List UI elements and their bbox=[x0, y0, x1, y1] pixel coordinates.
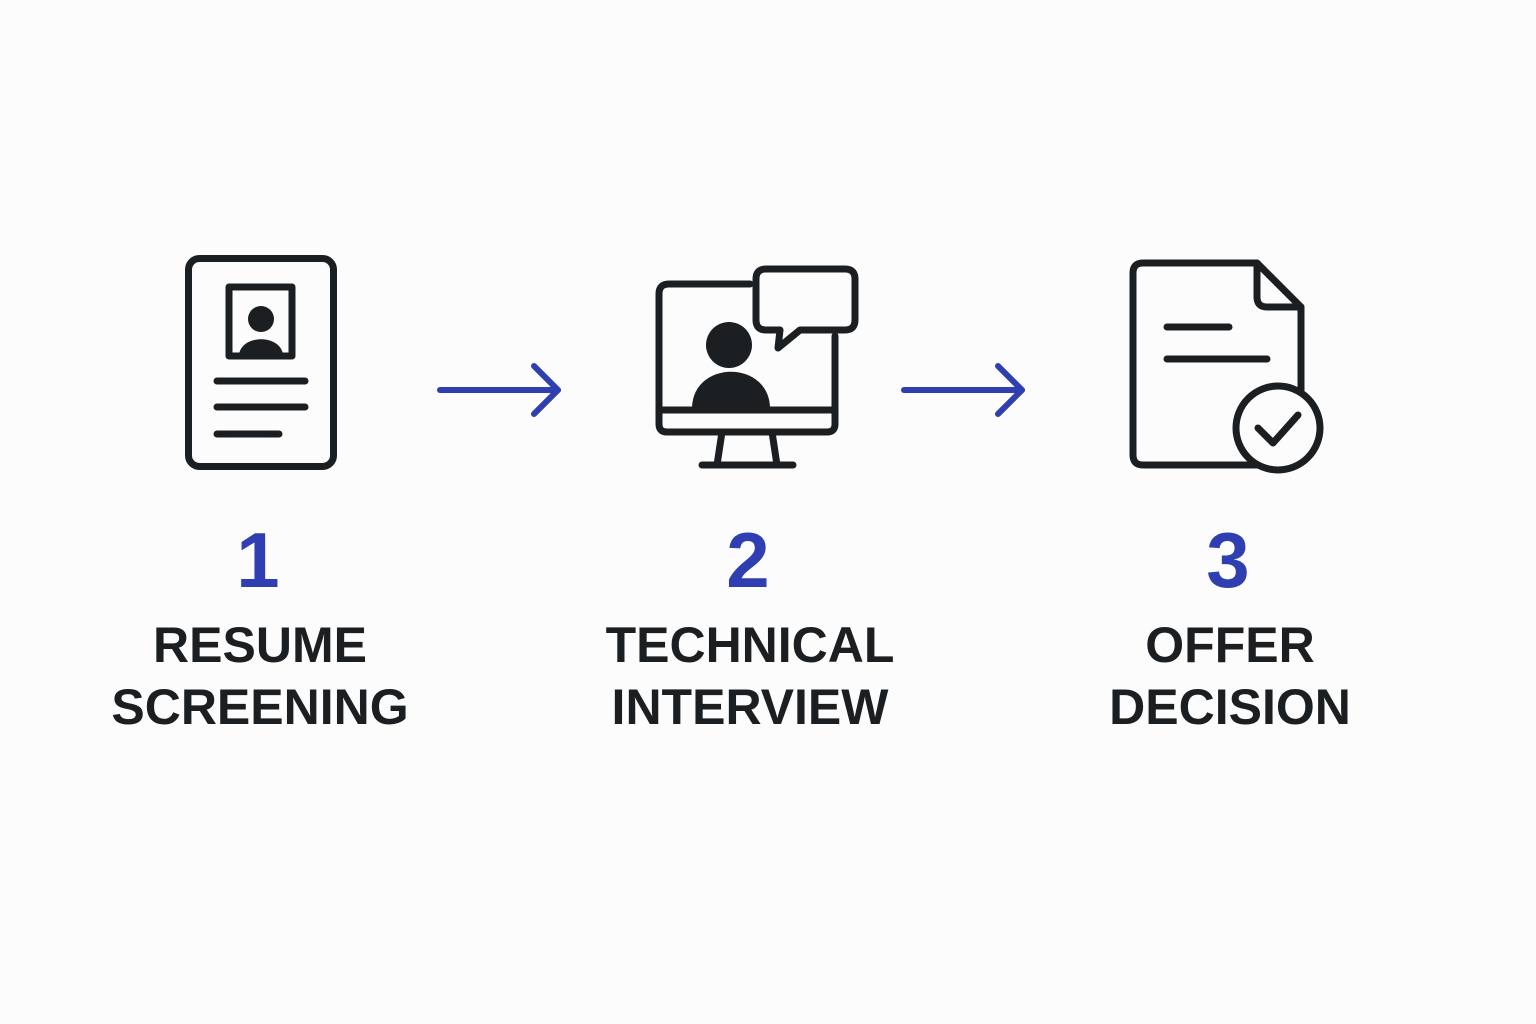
step-label: TECHNICAL INTERVIEW bbox=[540, 614, 960, 738]
step-label: RESUME SCREENING bbox=[50, 614, 470, 738]
step-number: 2 bbox=[726, 516, 770, 604]
step-label-line: TECHNICAL bbox=[605, 617, 895, 673]
step-label-line: DECISION bbox=[1109, 679, 1351, 735]
step-number: 3 bbox=[1206, 516, 1250, 604]
step-number: 1 bbox=[236, 516, 280, 604]
step-label-line: OFFER bbox=[1145, 617, 1315, 673]
resume-icon bbox=[180, 250, 345, 475]
approved-document-icon bbox=[1125, 255, 1335, 480]
video-interview-icon bbox=[650, 262, 865, 477]
arrow-right-icon bbox=[900, 362, 1030, 420]
step-label-line: INTERVIEW bbox=[611, 679, 889, 735]
step-label: OFFER DECISION bbox=[1020, 614, 1440, 738]
step-label-line: RESUME bbox=[153, 617, 367, 673]
step-label-line: SCREENING bbox=[111, 679, 409, 735]
arrow-right-icon bbox=[436, 362, 566, 420]
